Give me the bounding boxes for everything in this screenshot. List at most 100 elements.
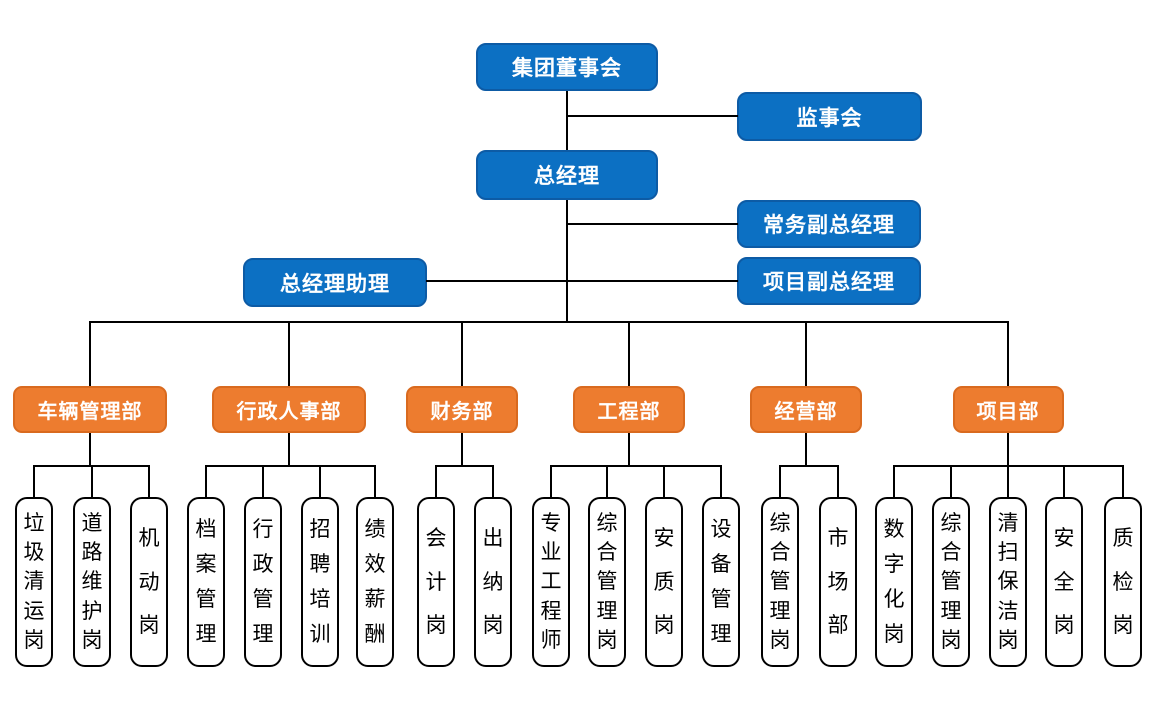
char-glyph: 洁 [997,598,1019,623]
position-node: 出纳岗 [474,497,512,667]
char-glyph: 圾 [23,540,45,565]
char-glyph: 安 [653,525,675,550]
node-project-deputy-gm: 项目副总经理 [737,257,921,305]
department-label: 工程部 [597,401,661,423]
connector-line [492,466,494,497]
connector-line [893,466,895,497]
connector-line [426,280,738,282]
department-node: 经营部 [750,386,862,433]
connector-line [205,466,207,497]
char-glyph: 清 [997,511,1019,536]
char-glyph: 岗 [81,627,103,652]
connector-line [550,465,722,467]
department-label: 车辆管理部 [37,401,143,423]
connector-line [89,322,91,386]
connector-line [288,433,290,466]
char-glyph: 岗 [1112,613,1134,638]
node-board-of-directors: 集团董事会 [476,43,658,91]
position-node: 设备管理 [702,497,740,667]
char-glyph: 垃 [23,511,45,536]
char-glyph: 维 [81,569,103,594]
char-glyph: 理 [769,598,791,623]
char-glyph: 合 [596,540,618,565]
char-glyph: 保 [997,569,1019,594]
char-glyph: 清 [23,569,45,594]
position-node: 行政管理 [244,497,282,667]
connector-line [89,321,1009,323]
char-glyph: 理 [596,598,618,623]
char-glyph: 纳 [482,569,504,594]
connector-line [606,466,608,497]
char-glyph: 绩 [364,517,386,541]
char-glyph: 备 [710,552,732,576]
position-node: 机动岗 [130,497,168,667]
department-label: 经营部 [774,401,838,423]
char-glyph: 数 [883,517,905,541]
char-glyph: 岗 [769,627,791,652]
connector-line [33,466,35,497]
node-label: 常务副总经理 [763,214,895,237]
connector-line [628,433,630,466]
position-node: 安质岗 [645,497,683,667]
node-executive-deputy-gm: 常务副总经理 [737,200,921,248]
char-glyph: 师 [540,627,562,652]
char-glyph: 岗 [940,627,962,652]
department-node: 项目部 [952,386,1064,433]
connector-line [1007,466,1009,497]
connector-line [1063,466,1065,497]
char-glyph: 出 [482,525,504,550]
node-gm-assistant: 总经理助理 [243,258,427,307]
connector-line [837,466,839,497]
connector-line [435,466,437,497]
position-node: 专业工程师 [532,497,570,667]
connector-line [805,322,807,386]
char-glyph: 岗 [425,613,447,638]
connector-line [566,115,738,117]
char-glyph: 酬 [364,622,386,646]
char-glyph: 字 [883,552,905,576]
char-glyph: 管 [252,587,274,611]
char-glyph: 理 [710,622,732,646]
char-glyph: 岗 [1053,613,1075,638]
connector-line [663,466,665,497]
char-glyph: 安 [1053,525,1075,550]
connector-line [720,466,722,497]
connector-line [1122,466,1124,497]
connector-line [566,223,738,225]
node-label: 集团董事会 [512,57,622,80]
position-node: 综合管理岗 [588,497,626,667]
position-node: 绩效薪酬 [356,497,394,667]
department-node: 工程部 [573,386,685,433]
node-general-manager: 总经理 [476,150,658,200]
char-glyph: 管 [710,587,732,611]
connector-line [566,91,568,150]
char-glyph: 部 [827,613,849,638]
connector-line [566,200,568,322]
position-node: 道路维护岗 [73,497,111,667]
char-glyph: 市 [827,525,849,550]
char-glyph: 理 [252,622,274,646]
char-glyph: 路 [81,540,103,565]
char-glyph: 案 [195,552,217,576]
connector-line [461,433,463,466]
position-node: 综合管理岗 [932,497,970,667]
connector-line [148,466,150,497]
char-glyph: 招 [309,517,331,541]
char-glyph: 质 [1112,525,1134,550]
char-glyph: 运 [23,598,45,623]
connector-line [805,433,807,466]
position-node: 档案管理 [187,497,225,667]
char-glyph: 训 [309,622,331,646]
char-glyph: 质 [653,569,675,594]
char-glyph: 业 [540,540,562,565]
char-glyph: 检 [1112,569,1134,594]
char-glyph: 管 [769,569,791,594]
department-node: 财务部 [406,386,518,433]
node-supervisory-board: 监事会 [737,92,922,141]
char-glyph: 岗 [596,627,618,652]
department-label: 项目部 [976,401,1040,423]
char-glyph: 专 [540,511,562,536]
connector-line [288,322,290,386]
connector-line [550,466,552,497]
